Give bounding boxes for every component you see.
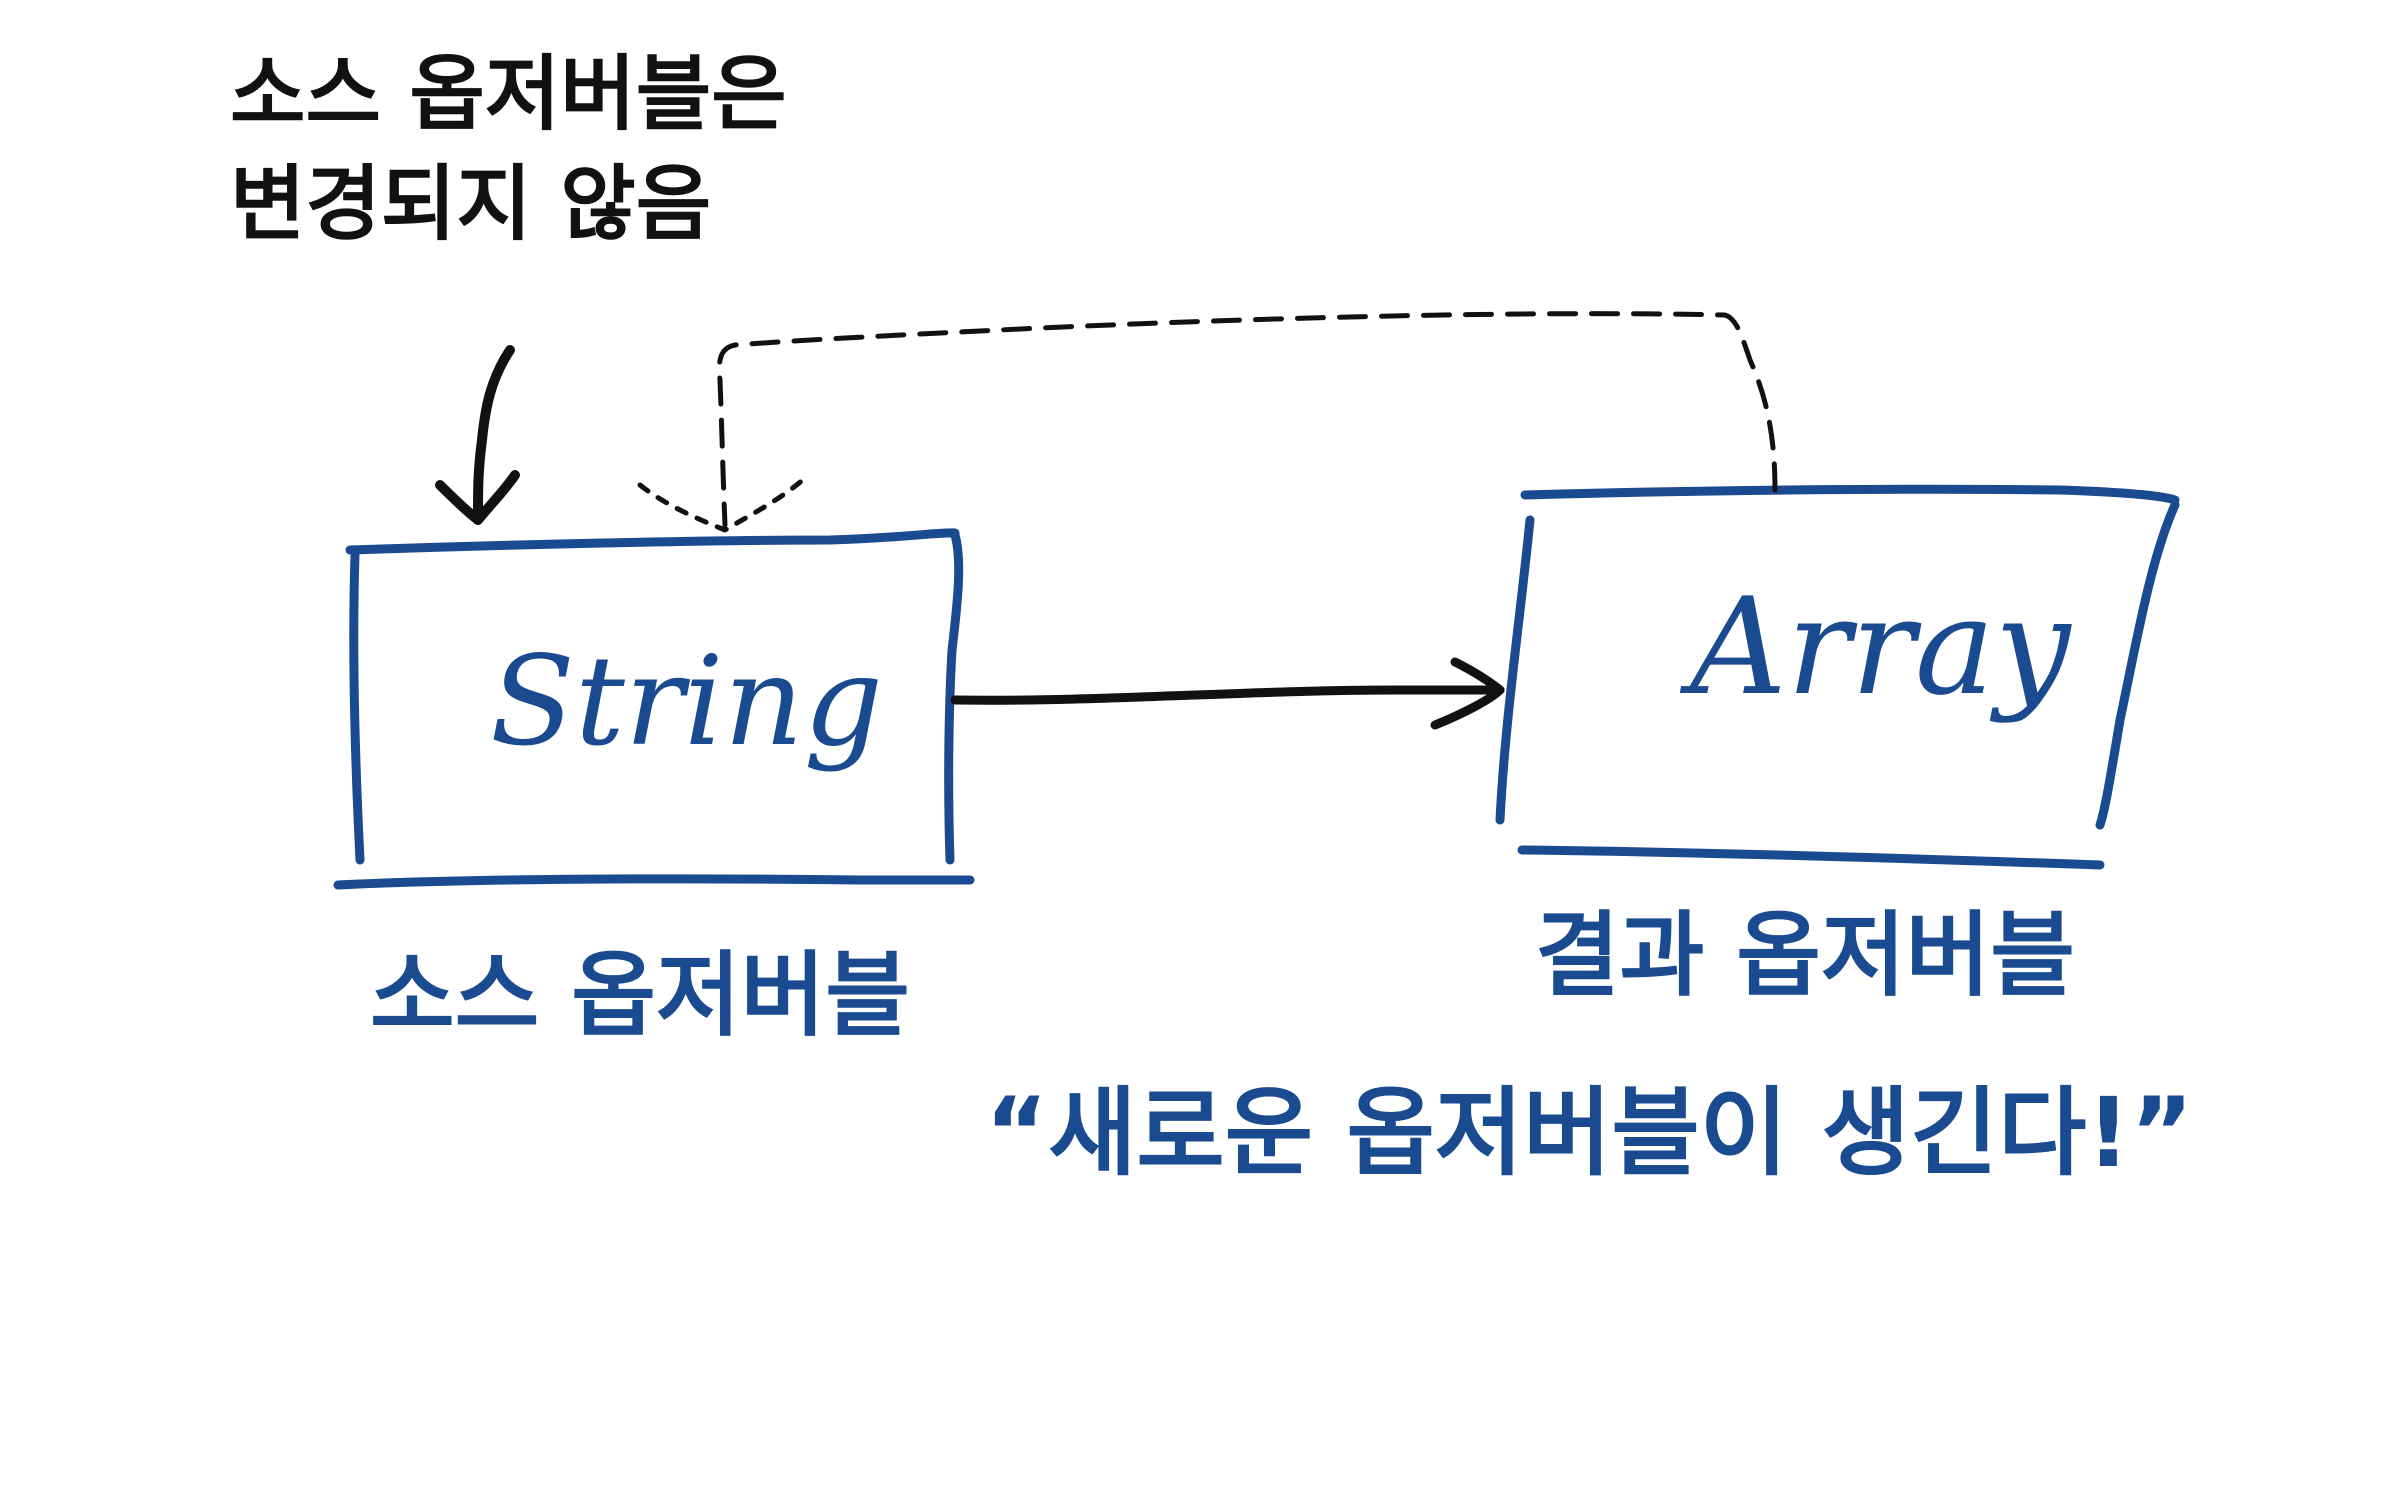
result-box-top-edge [1520,484,2180,505]
unchanged-note-line2: 변경되지 않음 [230,157,712,252]
result-box-bottom-edge [1517,845,2105,870]
source-box-label: String [490,630,883,774]
result-box-label: Array [1690,569,2071,725]
transform-arrow [950,657,1505,730]
source-box-bottom-edge [333,874,975,890]
result-box-right-edge [2095,500,2180,830]
source-box-left-edge [349,550,365,865]
dashed-return-arrow-path [716,311,1778,528]
new-observable-quote: “새로운 옵저버블이 생긴다!” [985,1077,2194,1189]
note-arrow-head [435,470,520,525]
source-box [333,528,975,890]
result-box-left-edge [1495,515,1535,825]
dashed-return-arrow [637,311,1778,533]
unchanged-note: 소스 옵저버블은 변경되지 않음 [230,40,787,260]
source-box-top-edge [345,528,960,555]
unchanged-note-line1: 소스 옵저버블은 [230,47,787,142]
result-observable-caption: 결과 옵저버블 [1535,902,2075,1009]
source-observable-caption: 소스 옵저버블 [370,942,910,1049]
transform-arrow-shaft [950,685,1505,705]
source-box-right-edge [944,530,964,865]
dashed-return-arrow-head [637,475,808,533]
note-arrow-shaft [473,345,515,520]
note-arrow [435,345,520,525]
result-box [1495,484,2180,870]
transform-arrow-head [1430,657,1505,730]
